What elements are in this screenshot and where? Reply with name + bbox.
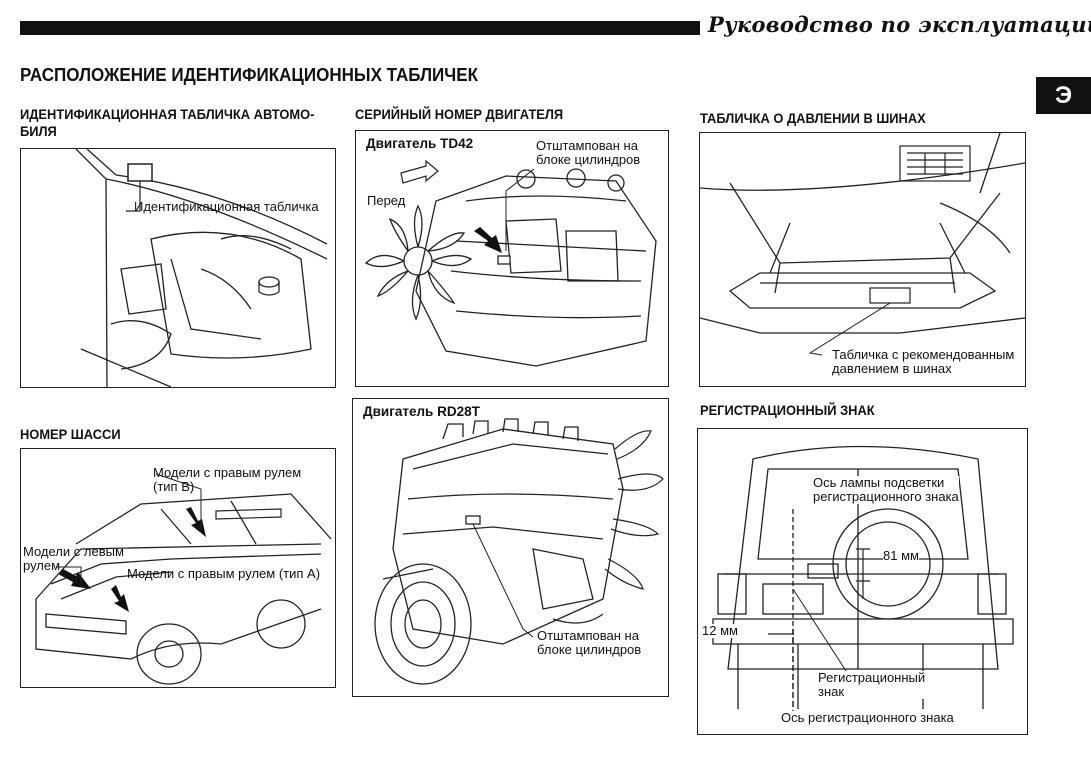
vehicle-plate-label: Идентификационная табличка [134, 199, 319, 214]
page-title: РАСПОЛОЖЕНИЕ ИДЕНТИФИКАЦИОННЫХ ТАБЛИЧЕК [20, 64, 478, 85]
engine-serial-heading: СЕРИЙНЫЙ НОМЕР ДВИГАТЕЛЯ [355, 106, 564, 122]
glovebox-drawing [700, 133, 1025, 356]
tire-pressure-illustration: Табличка с рекомендованным давлением в ш… [699, 132, 1026, 387]
vehicle-plate-heading: ИДЕНТИФИКАЦИОННАЯ ТАБЛИЧКА АВТОМО- БИЛЯ [20, 106, 315, 139]
lamp-axis-label: Ось лампы подсветки регистрационного зна… [813, 475, 959, 504]
vehicle-rear-drawing [712, 445, 1014, 714]
fan-rd28t [604, 430, 664, 590]
vehicle-side-drawing [35, 473, 332, 685]
engine-rd28t-drawing [374, 418, 664, 685]
dimension-12-label: 12 мм [702, 623, 738, 638]
engine-td42-title: Двигатель TD42 [366, 136, 474, 151]
vehicle-plate-illustration: Идентификационная табличка [20, 148, 336, 388]
vent-shape [899, 145, 971, 182]
engine-td42-stamp-label: Отштампован на блоке цилиндров [536, 138, 641, 167]
chassis-heading: НОМЕР ШАССИ [20, 426, 121, 442]
plate-axis-label: Ось регистрационного знака [781, 710, 954, 725]
tire-pressure-label: Табличка с рекомендованным давлением в ш… [832, 347, 1015, 376]
manual-title: Руководство по эксплуатации [708, 12, 1091, 37]
license-plate-illustration: Ось лампы подсветки регистрационного зна… [697, 428, 1028, 735]
engine-td42-drawing [364, 159, 657, 367]
engine-bay-drawing [75, 149, 328, 387]
engine-rd28t-illustration: Двигатель RD28T Отштампован на блоке цил… [352, 398, 669, 697]
engine-rd28t-stamp-label: Отштампован на блоке цилиндров [537, 628, 642, 657]
license-plate-label: Регистрационный знак [818, 670, 926, 699]
chassis-rhd-a-label: Модели с правым рулем (тип А) [127, 566, 321, 581]
engine-front-label: Перед [367, 193, 406, 208]
license-plate-heading: РЕГИСТРАЦИОННЫЙ ЗНАК [700, 402, 875, 418]
tire-pressure-heading: ТАБЛИЧКА О ДАВЛЕНИИ В ШИНАХ [700, 110, 926, 126]
dimension-81-label: 81 мм [883, 548, 919, 563]
engine-rd28t-title: Двигатель RD28T [363, 404, 480, 419]
fan-shape [364, 204, 473, 321]
chassis-illustration: Модели с правым рулем (тип В) Модели с л… [20, 448, 336, 688]
chassis-lhd-label: Модели с левым рулем [23, 544, 124, 573]
chassis-rhd-b-label: Модели с правым рулем (тип В) [153, 465, 302, 494]
engine-td42-illustration: Двигатель TD42 Отштампован на блоке цили… [355, 130, 669, 387]
header-rule [20, 21, 700, 35]
section-tab: Э [1036, 77, 1091, 114]
